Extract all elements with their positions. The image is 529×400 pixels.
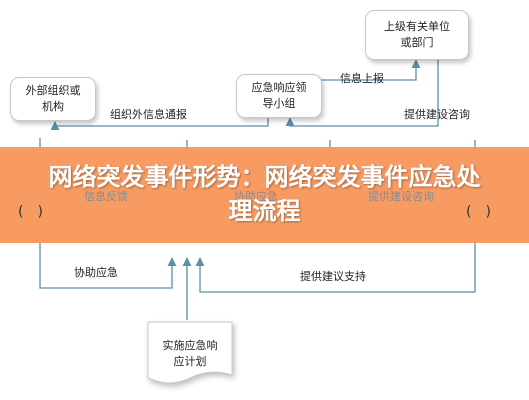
- title-banner: [0, 147, 529, 243]
- label-info-feedback: 信息反馈: [84, 190, 128, 203]
- right-paren-placeholder: ( ): [466, 204, 491, 220]
- edge-info-report: [307, 59, 421, 81]
- leading-group-node: 应急响应领 导小组: [236, 74, 322, 118]
- label-info-report: 信息上报: [340, 72, 384, 85]
- external-org-node: 外部组织或 机构: [10, 77, 96, 121]
- label-provide-advice: 提供建设咨询: [404, 108, 470, 121]
- implement-plan-node: 实施应急响 应计划: [162, 339, 218, 368]
- edge-assist-emergency: [39, 243, 177, 289]
- edge-provide-advice: [285, 60, 439, 127]
- label-assist-emergency: 协助应急: [74, 266, 118, 279]
- edge-provide-support: [195, 243, 476, 293]
- banner-title: 网络突发事件形势：网络突发事件应急处理流程: [48, 163, 481, 225]
- implement-plan-shape: [147, 321, 233, 384]
- label-provide-advice-mid: 提供建设咨询: [368, 190, 434, 203]
- left-paren-placeholder: ( ): [18, 204, 43, 220]
- label-provide-support: 提供建议支持: [300, 270, 366, 283]
- superior-unit-node: 上级有关单位 或部门: [365, 10, 469, 60]
- label-assist-emergency-mid: 协助应急: [234, 190, 278, 203]
- label-organize-external-notice: 组织外信息通报: [110, 108, 187, 121]
- edge-organize-notice: [50, 118, 269, 131]
